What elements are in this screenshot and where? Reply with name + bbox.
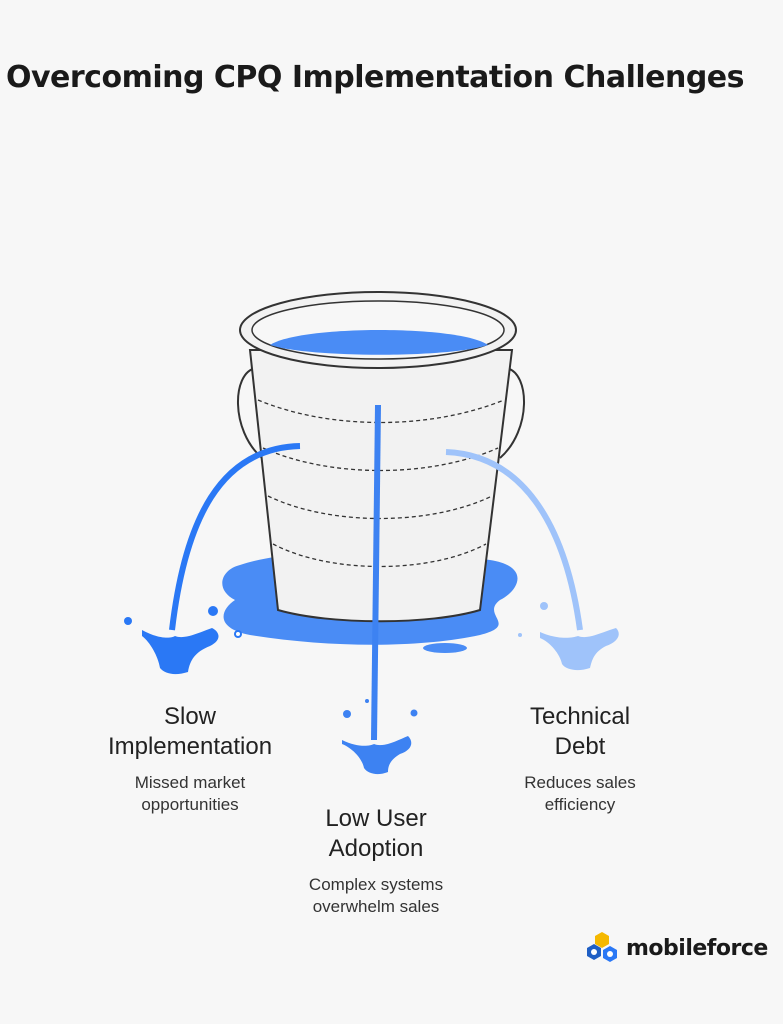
challenge-heading: Low User xyxy=(325,805,427,832)
leak-stream-middle xyxy=(371,404,381,741)
challenge-description: Complex systems xyxy=(308,875,444,894)
leak-stream-left xyxy=(169,443,301,631)
challenge-description: opportunities xyxy=(141,795,239,814)
brand-name: mobileforce xyxy=(626,935,768,961)
bucket-handle-left xyxy=(237,367,263,459)
challenge-heading: Technical xyxy=(529,703,631,730)
challenge-description: overwhelm sales xyxy=(312,897,440,916)
challenge-heading: Implementation xyxy=(107,733,273,760)
page-title: Overcoming CPQ Implementation Challenges xyxy=(5,60,745,95)
challenge-description: Missed market xyxy=(134,773,246,792)
leak-stream-right xyxy=(445,449,583,631)
bucket-water xyxy=(270,330,488,355)
hexagon-logo-icon xyxy=(587,932,617,962)
puddle-drop xyxy=(423,643,467,653)
splash-right xyxy=(540,628,619,671)
challenge-description: efficiency xyxy=(544,795,616,814)
bucket-handle-right xyxy=(499,367,525,459)
challenge-heading: Slow xyxy=(163,703,217,730)
splash-left xyxy=(142,628,219,675)
challenge-heading: Adoption xyxy=(328,835,424,862)
splash-middle xyxy=(342,736,412,775)
bucket-body xyxy=(248,349,514,623)
challenge-description: Reduces sales xyxy=(524,773,636,792)
challenge-heading: Debt xyxy=(554,733,606,760)
brand-logo: mobileforce xyxy=(584,930,768,966)
